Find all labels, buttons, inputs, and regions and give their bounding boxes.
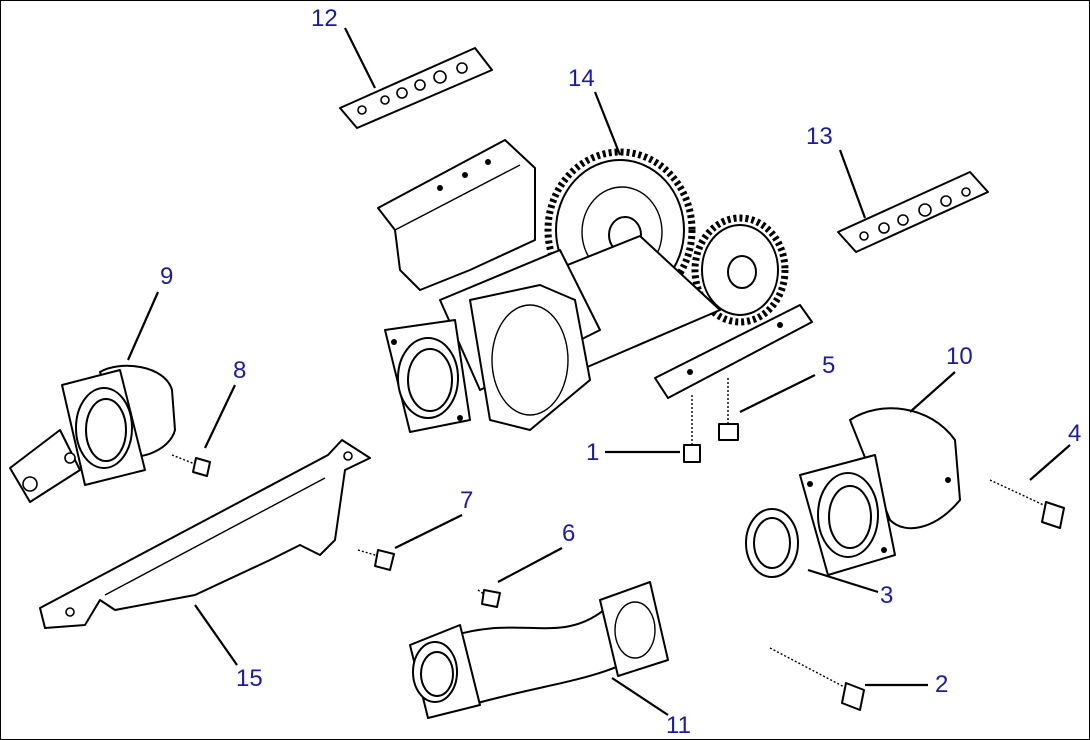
part-9-suction-elbow	[9, 364, 176, 503]
oil-pump-assembly	[377, 139, 813, 433]
part-13-shim-plate	[837, 171, 989, 253]
leader-13	[838, 149, 867, 219]
callout-1: 1	[586, 439, 599, 466]
callout-4: 4	[1068, 420, 1081, 447]
leader-9	[126, 291, 160, 361]
leader-5	[739, 374, 816, 413]
part-8-bolt	[171, 454, 211, 477]
callout-2: 2	[935, 671, 948, 698]
callout-8: 8	[233, 357, 246, 384]
leader-14	[593, 91, 622, 156]
callout-6: 6	[562, 520, 575, 547]
part-15-support-bracket	[39, 439, 371, 629]
callout-5: 5	[822, 352, 835, 379]
leader-lines	[126, 27, 1071, 716]
part-2-bolt	[769, 647, 865, 711]
callout-15: 15	[236, 665, 263, 692]
leader-7	[394, 514, 463, 549]
part-5-bolt	[718, 378, 739, 441]
part-7-bolt	[357, 549, 395, 571]
callout-11: 11	[666, 712, 691, 739]
callout-labels: 12 14 13 9 8 5 10 4 1 7 6 3 15 11 2	[160, 5, 1081, 739]
callout-9: 9	[160, 263, 173, 290]
pump-inlet-flange	[384, 319, 471, 433]
callout-14: 14	[568, 65, 595, 92]
callout-3: 3	[880, 582, 893, 609]
part-10-outlet-elbow	[799, 407, 961, 576]
part-12-shim-plate	[339, 47, 493, 129]
part-1-bolt	[683, 395, 701, 463]
idler-gear	[691, 214, 789, 326]
part-11-pipe	[409, 581, 669, 719]
callout-10: 10	[946, 343, 973, 370]
callout-7: 7	[460, 487, 473, 514]
part-3-gasket	[745, 508, 799, 578]
leader-4	[1029, 444, 1071, 481]
part-6-bolt	[477, 589, 501, 608]
leader-12	[344, 27, 376, 89]
leader-3	[807, 568, 879, 594]
leader-6	[497, 547, 563, 583]
callout-12: 12	[311, 5, 338, 32]
callout-13: 13	[806, 123, 833, 150]
leader-11	[611, 677, 669, 716]
leader-10	[909, 371, 956, 413]
leader-8	[204, 384, 236, 449]
leader-15	[194, 604, 238, 666]
part-4-bolt	[989, 479, 1065, 529]
